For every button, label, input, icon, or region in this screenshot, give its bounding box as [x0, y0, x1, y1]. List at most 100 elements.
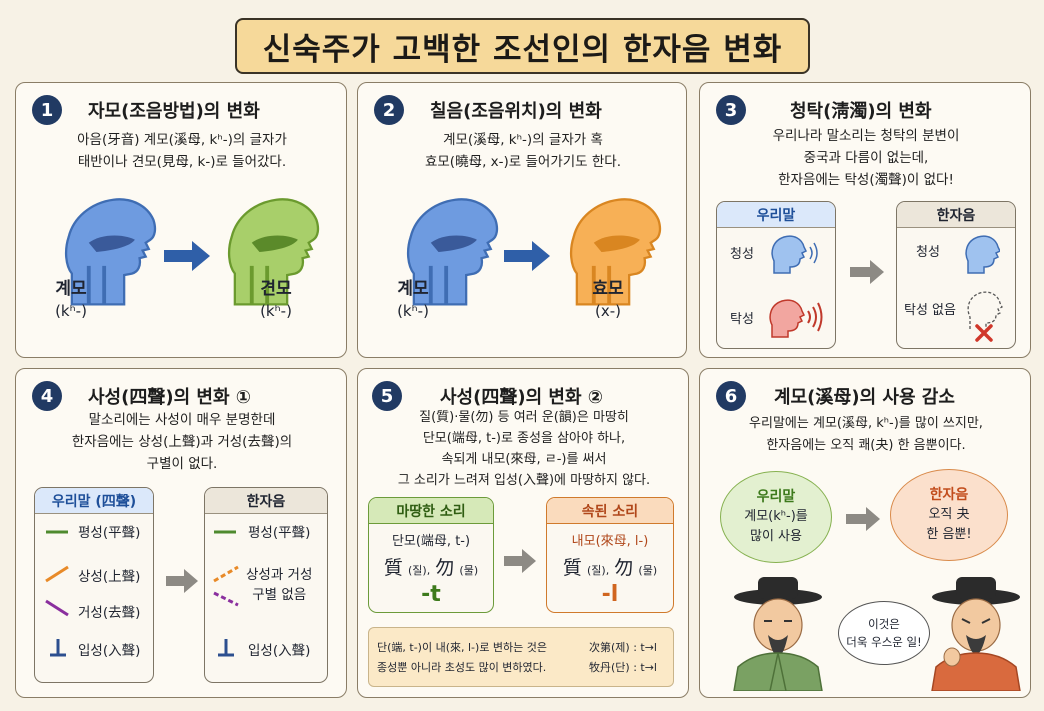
label-name: 효모: [592, 279, 624, 299]
panel-description: 계모(溪母, kʰ-)의 글자가 혹 효모(曉母, x-)로 들어가기도 한다.: [378, 129, 668, 173]
hanja-reading: (물): [638, 564, 658, 577]
bubble-line: 오직 夬: [928, 507, 970, 522]
desc-line: 아음(牙音) 계모(溪母, kʰ-)의 글자가: [77, 132, 287, 148]
native-tones-box: 우리말 (四聲): [34, 487, 154, 683]
panel-number: 4: [32, 381, 62, 411]
label-name: 계모: [55, 279, 87, 299]
box-title: 마땅한 소리: [369, 498, 493, 524]
desc-line: 중국과 다름이 없는데,: [803, 150, 929, 166]
desc-line: 우리나라 말소리는 청탁의 분변이: [772, 128, 960, 144]
level-tone-mark: [46, 530, 68, 534]
note-text: 단(端, t-)이 내(來, l-)로 변하는 것은 종성뿐 아니라 초성도 많…: [377, 638, 547, 678]
arrow-right-icon: [164, 241, 210, 271]
box-title: 속된 소리: [547, 498, 673, 524]
note-line: 단(端, t-)이 내(來, l-)로 변하는 것은: [377, 641, 548, 654]
panel-number: 2: [374, 95, 404, 125]
right-label: 견모 (kʰ-): [241, 278, 311, 322]
hanja-char: 勿: [435, 557, 455, 579]
desc-line: 말소리에는 사성이 매우 분명한데: [88, 412, 276, 428]
box-sub: 단모(端母, t-): [391, 534, 471, 549]
dashed-head-icon: [967, 291, 1003, 329]
note-line: 종성뿐 아니라 초성도 많이 변하였다.: [377, 661, 547, 674]
page-title: 신숙주가 고백한 조선인의 한자음 변화: [262, 31, 783, 68]
desc-line: 그 소리가 느려져 입성(入聲)에 마땅하지 않다.: [397, 473, 651, 488]
tone-label: 입성(入聲): [78, 643, 141, 659]
final-consonant: -l: [601, 582, 619, 607]
vulgar-sound-box: 속된 소리 내모(來母, l-) 質 (질), 勿 (물) -l: [546, 497, 674, 613]
desc-line: 한자음에는 상성(上聲)과 거성(去聲)의: [71, 434, 293, 450]
desc-line: 계모(溪母, kʰ-)의 글자가 혹: [443, 132, 603, 148]
desc-line: 한자음에는 오직 쾌(夬) 한 음뿐이다.: [766, 438, 966, 453]
panel-3: 3 청탁(淸濁)의 변화 우리나라 말소리는 청탁의 분변이 중국과 다름이 없…: [699, 82, 1031, 358]
desc-line: 태반이나 견모(見母, k-)로 들어갔다.: [77, 154, 287, 170]
panel-4: 4 사성(四聲)의 변화 ① 말소리에는 사성이 매우 분명한데 한자음에는 상…: [15, 368, 347, 698]
panel-title: 자모(조음방법)의 변화: [88, 101, 260, 122]
tone-label: 평성(平聲): [78, 525, 141, 541]
arrow-right-icon: [850, 260, 884, 284]
entering-tone-mark: [50, 639, 66, 657]
desc-line: 단모(端母, t-)로 종성을 삼아야 하나,: [422, 431, 626, 446]
bubble-line: 많이 사용: [750, 529, 802, 544]
desc-line: 한자음에는 탁성(濁聲)이 없다!: [778, 172, 954, 188]
level-tone-mark: [214, 530, 236, 534]
label-name: 계모: [397, 279, 429, 299]
bubble-line: 한 음뿐!: [926, 527, 972, 542]
note-example: 次第(제) : t→l: [589, 641, 657, 654]
right-label: 효모 (x-): [573, 278, 643, 322]
departing-tone-mark: [45, 599, 69, 617]
speech-line: 이것은: [868, 617, 900, 631]
tone-label: 입성(入聲): [248, 643, 311, 659]
merged-line: 상성과 거성: [246, 567, 313, 583]
native-speech-box: 우리말: [716, 201, 836, 349]
panel-2: 2 칠음(조음위치)의 변화 계모(溪母, kʰ-)의 글자가 혹 효모(曉母,…: [357, 82, 687, 358]
blue-head-diagram: [400, 183, 500, 318]
panel-5: 5 사성(四聲)의 변화 ② 질(質)·물(勿) 등 여러 운(韻)은 마땅히 …: [357, 368, 689, 698]
hanja-char: 質: [383, 557, 403, 579]
clear-label: 청성: [916, 245, 940, 260]
tone-label: 거성(去聲): [78, 605, 141, 621]
bubble-title: 한자음: [929, 487, 969, 503]
panel-description: 우리나라 말소리는 청탁의 분변이 중국과 다름이 없는데, 한자음에는 탁성(…: [720, 125, 1012, 191]
panel-number: 3: [716, 95, 746, 125]
clear-label: 청성: [730, 247, 754, 262]
box-title: 우리말: [717, 202, 835, 228]
panel-description: 우리말에는 계모(溪母, kʰ-)를 많이 쓰지만, 한자음에는 오직 쾌(夬)…: [706, 413, 1026, 457]
scholar-red-robe-icon: [931, 577, 1021, 691]
panel-description: 아음(牙音) 계모(溪母, kʰ-)의 글자가 태반이나 견모(見母, k-)로…: [36, 129, 328, 173]
label-ipa: (kʰ-): [397, 302, 429, 320]
note-example: 牧丹(단) : t→l: [589, 661, 657, 674]
note-examples: 次第(제) : t→l 牧丹(단) : t→l: [589, 638, 657, 678]
speech-line: 더욱 우스운 일!: [846, 635, 922, 649]
sino-korean-box: 한자음: [896, 201, 1016, 349]
red-speaking-head-icon: [769, 299, 823, 338]
panel-title: 청탁(淸濁)의 변화: [790, 101, 932, 122]
panel-number: 1: [32, 95, 62, 125]
sino-bubble: 한자음 오직 夬 한 음뿐!: [890, 469, 1008, 561]
panel-title: 칠음(조음위치)의 변화: [430, 101, 602, 122]
merged-tone-mark: [213, 565, 239, 607]
tone-label: 상성(上聲): [78, 569, 141, 585]
title-banner: 신숙주가 고백한 조선인의 한자음 변화: [235, 18, 810, 74]
panel-1: 1 자모(조음방법)의 변화 아음(牙音) 계모(溪母, kʰ-)의 글자가 태…: [15, 82, 347, 358]
label-ipa: (x-): [595, 302, 621, 320]
bubble-title: 우리말: [756, 489, 796, 505]
panel-6: 6 계모(溪母)의 사용 감소 우리말에는 계모(溪母, kʰ-)를 많이 쓰지…: [699, 368, 1031, 698]
bubble-line: 계모(kʰ-)를: [744, 509, 808, 524]
hanja-char: 質: [562, 557, 582, 579]
blue-speaking-head-icon: [771, 235, 818, 274]
panel-title: 사성(四聲)의 변화 ①: [88, 387, 252, 408]
hanja-char: 勿: [614, 557, 634, 579]
arrow-right-icon: [166, 569, 198, 593]
red-x-icon: [975, 324, 993, 342]
merged-line: 구별 없음: [252, 587, 307, 603]
left-label: 계모 (kʰ-): [378, 278, 448, 322]
blue-head-diagram: [58, 183, 158, 318]
desc-line: 속되게 내모(來母, ㄹ-)를 써서: [441, 452, 607, 467]
proper-sound-box: 마땅한 소리 단모(端母, t-) 質 (질), 勿 (물) -t: [368, 497, 494, 613]
box-sub: 내모(來母, l-): [571, 534, 649, 549]
panel-number: 5: [372, 381, 402, 411]
desc-line: 구별이 없다.: [146, 456, 218, 472]
blue-head-icon: [965, 235, 1000, 274]
note-box: 단(端, t-)이 내(來, l-)로 변하는 것은 종성뿐 아니라 초성도 많…: [368, 627, 674, 687]
entering-tone-mark: [218, 639, 234, 657]
